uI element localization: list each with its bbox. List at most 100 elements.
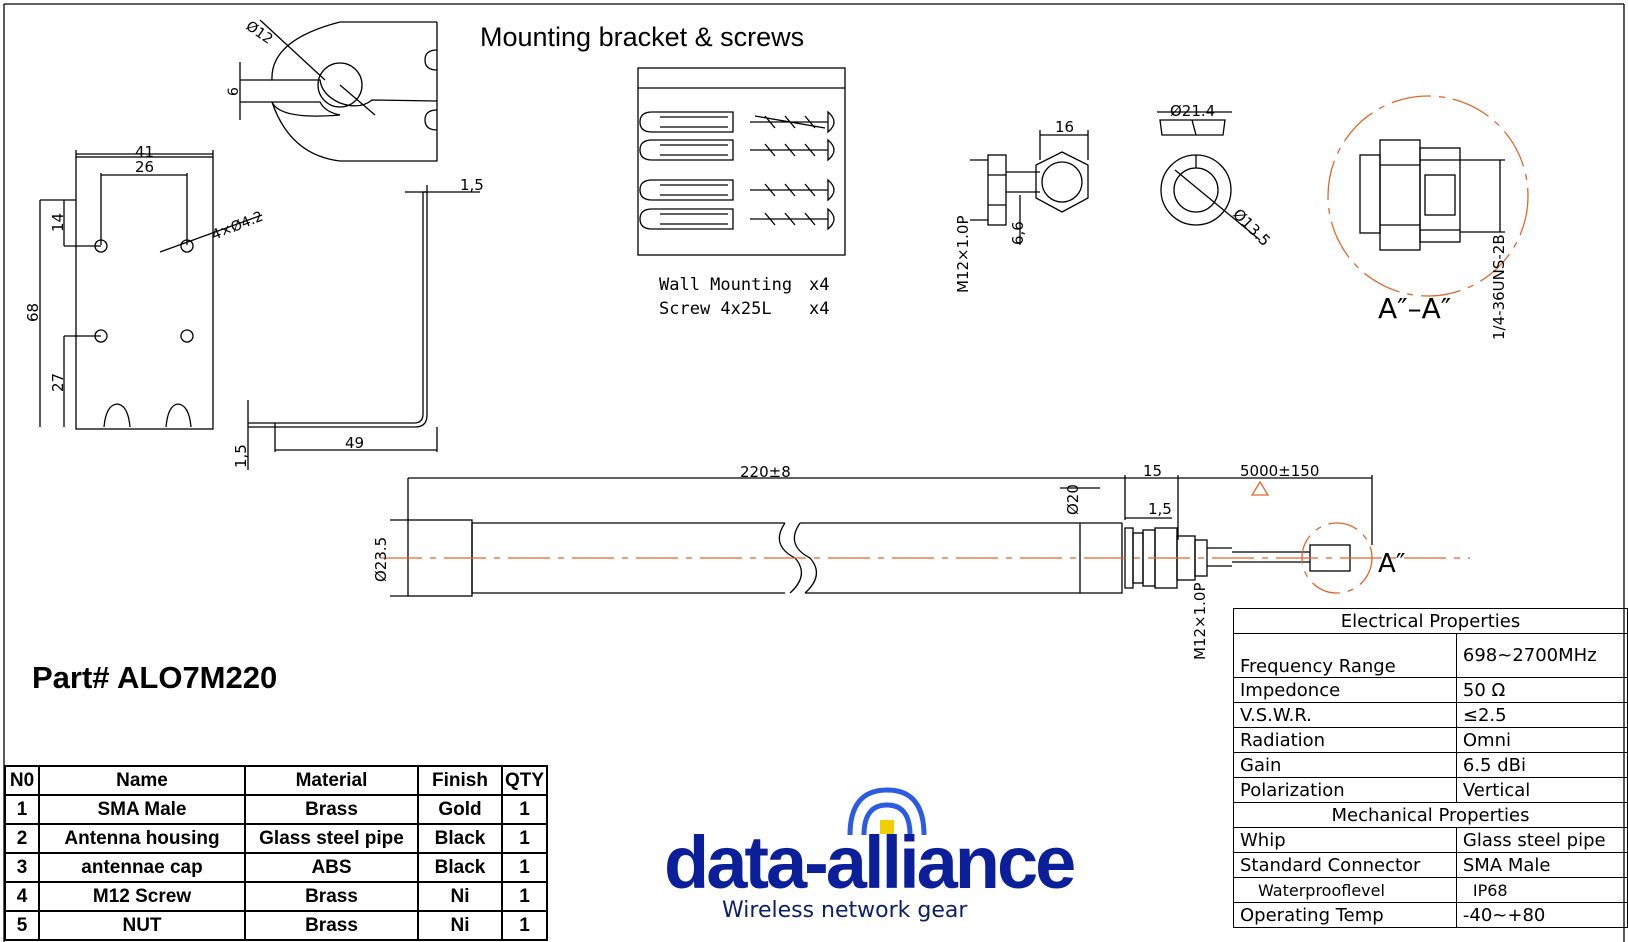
mechanical-title: Mechanical Properties (1233, 802, 1628, 828)
cell: Black (417, 852, 503, 883)
dim-flange-length: 49 (345, 434, 364, 452)
brand-tagline: Wireless network gear (722, 898, 968, 923)
dim-thread: M12×1.0P (954, 216, 972, 294)
dim-length: 220±8 (740, 463, 791, 481)
table-row: Operating Temp-40~+80 (1233, 902, 1628, 928)
dim-sma-thread: 1/4-36UNS-2B (1490, 234, 1508, 340)
cell: SMA Male (38, 794, 246, 825)
dim-slot-width: 6 (226, 87, 242, 96)
cell: SMA Male (1455, 852, 1628, 878)
cell: Brass (244, 910, 419, 941)
table-row: 2 Antenna housing Glass steel pipe Black… (4, 823, 549, 854)
dim-nut-thickness: 1,5 (1148, 500, 1172, 518)
cell: Standard Connector (1233, 852, 1457, 878)
cell: NUT (38, 910, 246, 941)
drawing-title: Mounting bracket & screws (480, 22, 805, 52)
logo-wifi-icon (847, 787, 927, 836)
item-qty: x4 (809, 275, 830, 295)
dim-nut-height: 6,6 (1009, 221, 1027, 245)
sma-section: A″–A″ 1/4-36UNS-2B (1327, 95, 1529, 340)
dim-nut-width: 16 (1055, 118, 1074, 136)
table-row: Mechanical Properties (1233, 802, 1628, 828)
item-qty: x4 (809, 299, 830, 319)
cell: V.S.W.R. (1233, 702, 1457, 728)
cell: 50 Ω (1455, 677, 1628, 703)
cell: Radiation (1233, 727, 1457, 753)
cell: Antenna housing (38, 823, 246, 854)
brand-logo-text: data-alliance (664, 821, 1076, 904)
cell: Operating Temp (1233, 902, 1457, 928)
anchor-row-1 (639, 110, 835, 134)
cell: 6.5 dBi (1455, 752, 1628, 778)
cell: Black (417, 823, 503, 854)
dim-bracket-height: 68 (24, 303, 42, 322)
table-row: 3 antennae cap ABS Black 1 (4, 852, 549, 883)
part-number: Part# ALO7M220 (32, 660, 278, 695)
cell: Brass (244, 881, 419, 912)
cell: ABS (244, 852, 419, 883)
dim-holes: 4×Ø4.2 (210, 209, 266, 244)
table-header-row: N0 Name Material Finish QTY (4, 765, 549, 796)
col-qty: QTY (500, 765, 549, 796)
cell: Gold (417, 794, 503, 825)
cell: Waterprooflevel (1233, 877, 1457, 903)
cell: 1 (500, 794, 549, 825)
anchor-row-4 (639, 207, 835, 231)
cell: 2 (4, 823, 40, 854)
dim-cable: 5000±150 (1240, 462, 1319, 480)
table-row: 5 NUT Brass Ni 1 (4, 910, 549, 941)
dim-dia-235: Ø23.5 (372, 537, 390, 582)
section-label: A″–A″ (1378, 292, 1451, 325)
dim-bracket-width: 41 (135, 143, 154, 161)
table-row: 4 M12 Screw Brass Ni 1 (4, 881, 549, 912)
cell: Whip (1233, 827, 1457, 853)
cell: IP68 (1455, 877, 1628, 903)
bracket-side-view: 1,5 49 1,5 (232, 176, 484, 470)
wall-mounting-list: Wall Mounting x4 Screw 4x25L x4 (659, 273, 829, 321)
bill-of-materials: N0 Name Material Finish QTY 1 SMA Male B… (4, 765, 549, 941)
cell: 4 (4, 881, 40, 912)
item-label: Screw 4x25L (659, 299, 772, 319)
table-row: 1 SMA Male Brass Gold 1 (4, 794, 549, 825)
cell: 1 (500, 881, 549, 912)
cell: 698~2700MHz (1455, 633, 1628, 678)
dim-top-offset: 14 (49, 213, 67, 232)
cell: 3 (4, 852, 40, 883)
cell: Vertical (1455, 777, 1628, 803)
item-label: Wall Mounting (659, 275, 793, 295)
cell: 1 (500, 823, 549, 854)
cell: Brass (244, 794, 419, 825)
cell: Omni (1455, 727, 1628, 753)
cell: Impedonce (1233, 677, 1457, 703)
nut-drawing: 16 M12×1.0P 6,6 (954, 118, 1089, 294)
cell: Frequency Range (1233, 633, 1457, 678)
table-row: Electrical Properties (1233, 608, 1628, 634)
cell: Glass steel pipe (1455, 827, 1628, 853)
dim-dia-20: Ø20 (1064, 484, 1082, 515)
anchor-row-3 (639, 178, 835, 202)
cell: 1 (4, 794, 40, 825)
anchor-row-2 (639, 138, 835, 162)
col-material: Material (244, 765, 419, 796)
cell: M12 Screw (38, 881, 246, 912)
cell: Glass steel pipe (244, 823, 419, 854)
list-item: Wall Mounting x4 (659, 273, 829, 297)
cell: antennae cap (38, 852, 246, 883)
dim-washer-id: Ø13.5 (1229, 205, 1274, 250)
cell: Ni (417, 910, 503, 941)
antenna-assembly: 220±8 Ø20 Ø23.5 15 1,5 5000±150 M12×1.0P… (372, 462, 1470, 660)
callout-label: A″ (1378, 549, 1406, 579)
bracket-front-view: 41 26 14 68 27 4×Ø4.2 (24, 143, 266, 430)
cell: 1 (500, 852, 549, 883)
dim-thread-bottom: M12×1.0P (1191, 583, 1209, 661)
dim-washer-od: Ø21.4 (1170, 102, 1215, 120)
dim-thickness-top: 1,5 (460, 176, 484, 194)
cell: Polarization (1233, 777, 1457, 803)
dim-bottom-offset: 27 (49, 373, 67, 392)
cell: 1 (500, 910, 549, 941)
col-no: N0 (4, 765, 40, 796)
list-item: Screw 4x25L x4 (659, 297, 829, 321)
